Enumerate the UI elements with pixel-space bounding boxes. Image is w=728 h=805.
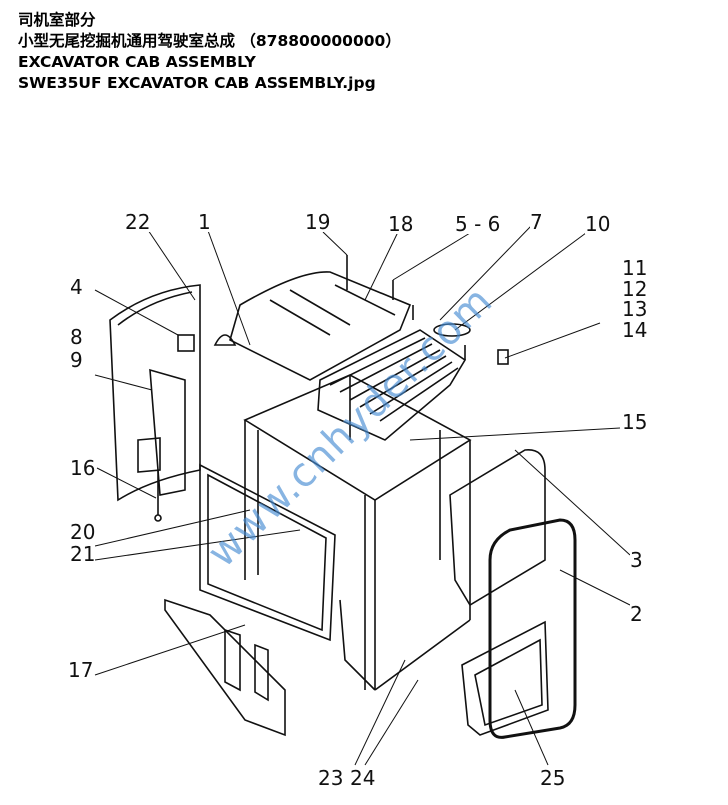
callout-3: 3: [630, 548, 643, 572]
part-lower-panel: [461, 620, 549, 736]
callout-15: 15: [622, 410, 648, 434]
callout-2: 2: [630, 602, 643, 626]
callout-9: 9: [70, 348, 83, 372]
callout-16: 16: [70, 456, 96, 480]
leader-lines: [94, 224, 631, 766]
part-roof-guard: [317, 329, 467, 441]
callout-21: 21: [70, 542, 96, 566]
callout-8: 8: [70, 325, 83, 349]
callout-11: 11: [622, 256, 648, 280]
callout-12: 12: [622, 277, 648, 301]
callout-5-6: 5 - 6: [455, 212, 501, 236]
callout-25: 25: [540, 766, 566, 790]
part-floor-plate: [164, 598, 286, 737]
title-english: EXCAVATOR CAB ASSEMBLY: [18, 53, 256, 71]
title-chinese-assembly: 小型无尾挖掘机通用驾驶室总成 （878800000000）: [18, 32, 401, 50]
header: 司机室部分 小型无尾挖掘机通用驾驶室总成 （878800000000） EXCA…: [18, 10, 401, 94]
part-left-window: [109, 284, 201, 502]
callout-22: 22: [125, 210, 151, 234]
callout-4: 4: [70, 275, 83, 299]
callout-23: 23: [318, 766, 344, 790]
callout-18: 18: [388, 212, 414, 236]
callout-7: 7: [530, 210, 543, 234]
part-door-glass: [199, 463, 336, 642]
callout-14: 14: [622, 318, 648, 342]
callout-1: 1: [198, 210, 211, 234]
callout-20: 20: [70, 520, 96, 544]
callout-24: 24: [350, 766, 376, 790]
callout-10: 10: [585, 212, 611, 236]
title-chinese-section: 司机室部分: [18, 11, 96, 29]
part-right-door: [449, 449, 546, 607]
part-door-glass-right: [488, 518, 577, 739]
callout-19: 19: [305, 210, 331, 234]
callout-13: 13: [622, 297, 648, 321]
callout-17: 17: [68, 658, 94, 682]
part-roof-panel: [229, 271, 412, 381]
file-name: SWE35UF EXCAVATOR CAB ASSEMBLY.jpg: [18, 74, 376, 92]
